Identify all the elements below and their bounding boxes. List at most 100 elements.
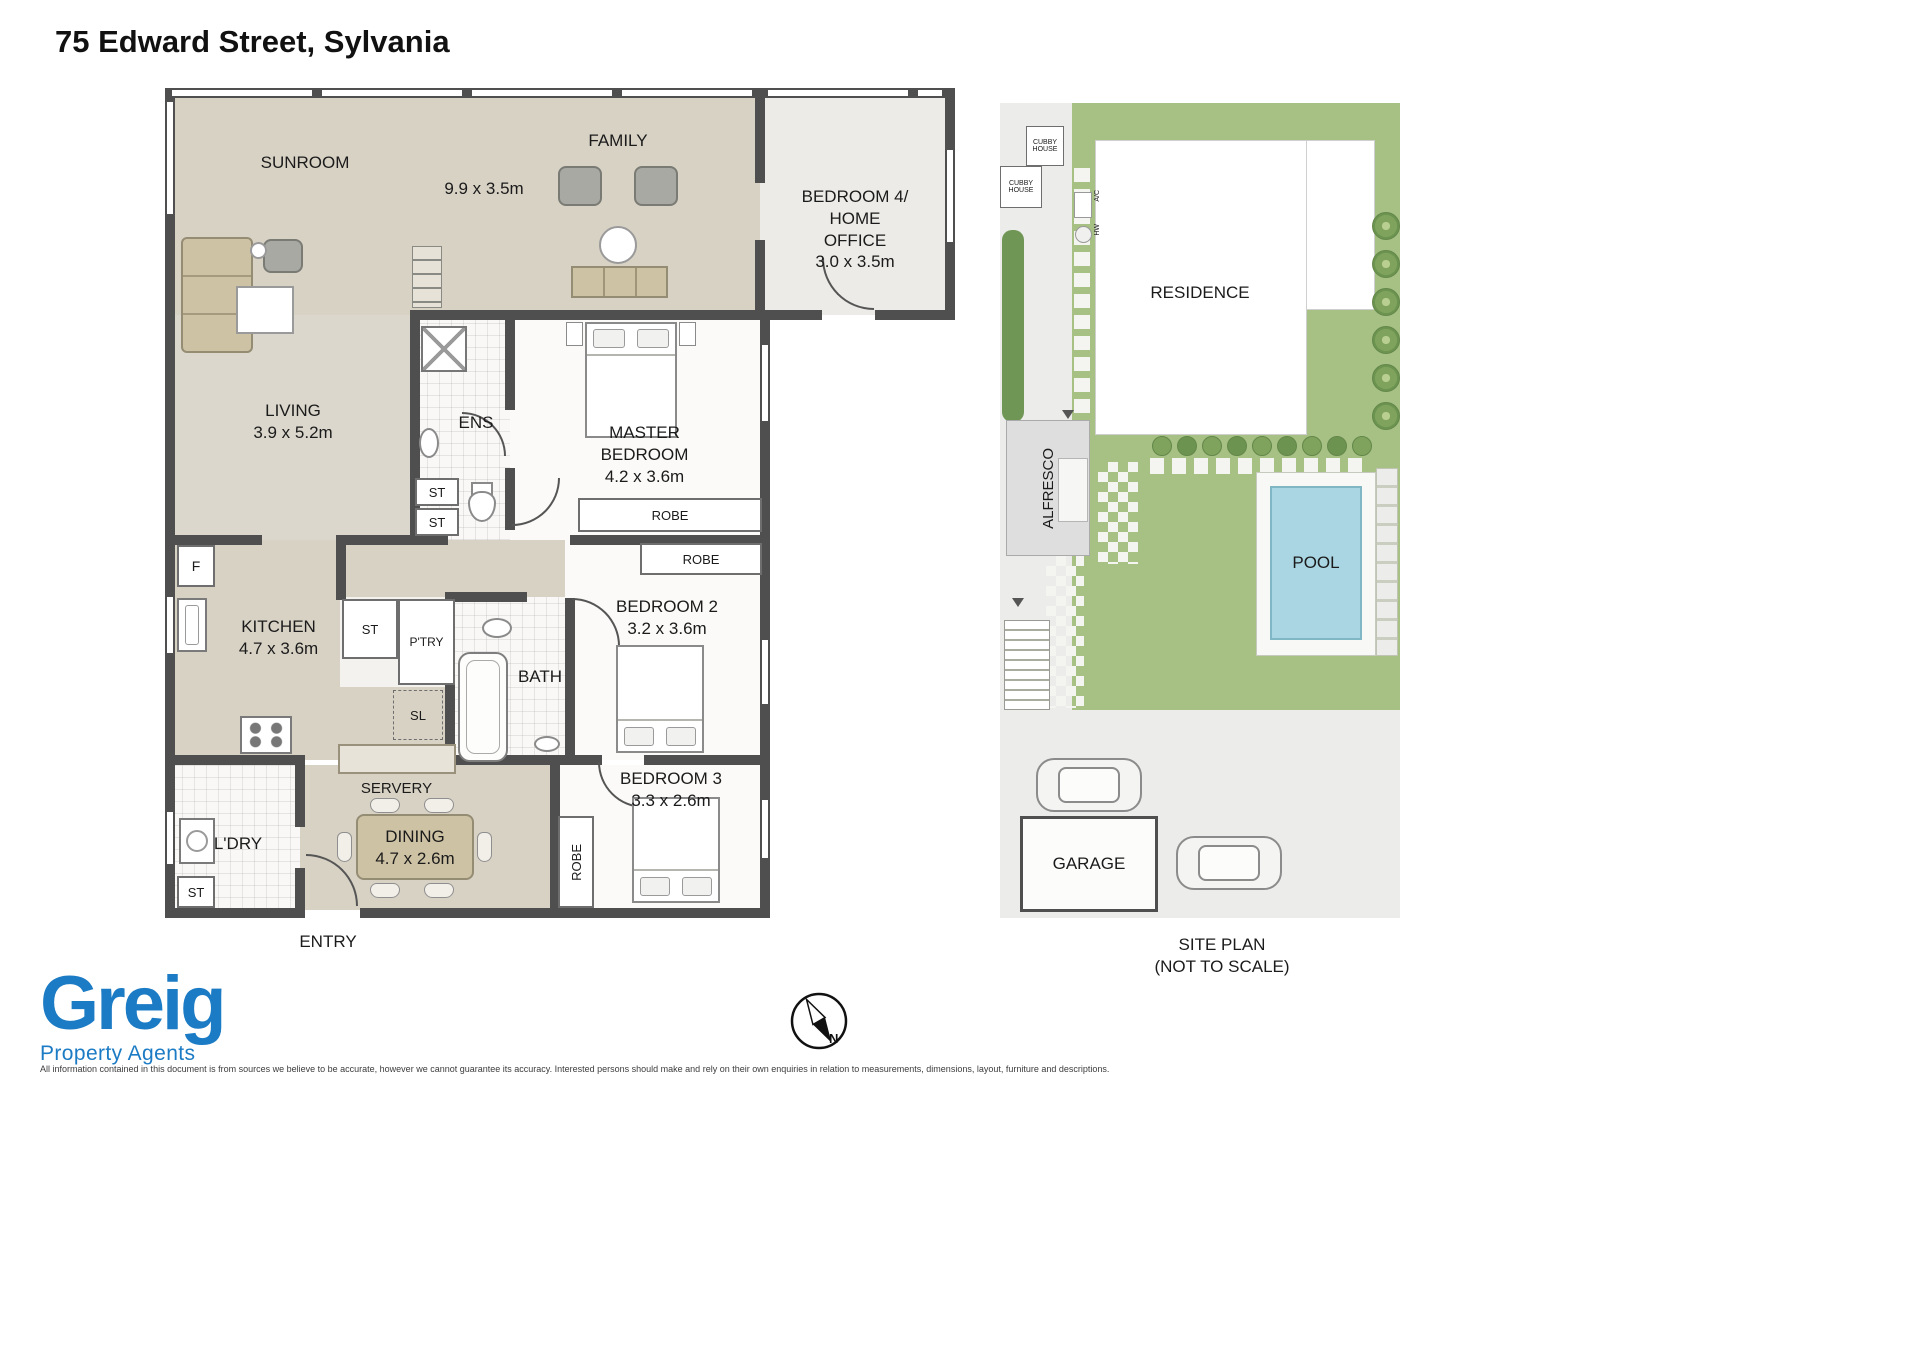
bed-blanket-line	[618, 719, 702, 721]
side-table-icon	[250, 242, 267, 259]
robe-bedroom3-label: ROBE	[568, 843, 584, 881]
tree-icon	[1372, 326, 1400, 354]
page-title: 75 Edward Street, Sylvania	[55, 24, 450, 59]
paver-strip	[1150, 458, 1365, 474]
label-master-bedroom: MASTER BEDROOM 4.2 x 3.6m	[600, 423, 689, 486]
wall-segment	[445, 592, 527, 602]
dining-chair-icon	[424, 798, 454, 813]
shrub-icon	[1152, 436, 1172, 456]
shrub-icon	[1202, 436, 1222, 456]
label-dining: DINING 4.7 x 2.6m	[375, 827, 455, 868]
shrub-icon	[1227, 436, 1247, 456]
basin-icon	[419, 428, 439, 458]
wall-segment	[295, 868, 305, 908]
wall-segment	[550, 765, 560, 908]
pantry-box: P'TRY	[398, 599, 455, 685]
tree-icon	[1372, 250, 1400, 278]
window	[760, 640, 770, 704]
nightstand-icon	[679, 322, 696, 346]
armchair-icon	[558, 166, 602, 206]
coffee-table-icon	[236, 286, 294, 334]
paver-strip	[1046, 556, 1084, 708]
wall-segment	[560, 755, 602, 765]
label-bedroom2: BEDROOM 2 3.2 x 3.6m	[615, 597, 719, 638]
label-alfresco: ALFRESCO	[1039, 447, 1057, 529]
siteplan-caption: SITE PLAN (NOT TO SCALE)	[1154, 935, 1290, 976]
label-family: FAMILY	[588, 131, 648, 150]
armchair-icon	[634, 166, 678, 206]
dining-table-icon	[356, 814, 474, 880]
wall-segment	[340, 535, 448, 545]
wall-segment	[644, 755, 770, 765]
label-family-dims: 9.9 x 3.5m	[444, 179, 524, 198]
paver-strip	[1098, 462, 1138, 564]
compass-icon: N	[790, 992, 848, 1050]
window	[945, 150, 955, 242]
basin-icon	[534, 736, 560, 752]
nightstand-icon	[566, 322, 583, 346]
tree-icon	[1372, 402, 1400, 430]
robe-bedroom2: ROBE	[640, 543, 762, 575]
dining-chair-icon	[424, 883, 454, 898]
dining-chair-icon	[477, 832, 492, 862]
storage-box: ST	[415, 478, 459, 506]
window	[172, 88, 752, 98]
residence-footprint	[1095, 140, 1307, 435]
tree-icon	[1372, 364, 1400, 392]
paver-strip	[1376, 468, 1398, 656]
wall-segment	[165, 88, 175, 918]
cubby-house: CUBBY HOUSE	[1026, 126, 1064, 166]
tree-icon	[1372, 212, 1400, 240]
storage-box: ST	[342, 599, 398, 659]
fridge-box: F	[177, 545, 215, 587]
label-hw: HW	[1094, 224, 1101, 236]
wall-segment	[755, 93, 765, 183]
round-table-icon	[599, 226, 637, 264]
brand-tagline: Property Agents	[40, 1042, 196, 1066]
label-bedroom3: BEDROOM 3 3.3 x 2.6m	[619, 769, 723, 810]
shrub-icon	[1277, 436, 1297, 456]
wall-segment	[505, 468, 515, 530]
dining-chair-icon	[337, 832, 352, 862]
servery-counter	[338, 744, 456, 774]
car-icon	[1036, 758, 1142, 812]
label-bedroom4: BEDROOM 4/ HOME OFFICE 3.0 x 3.5m	[801, 187, 909, 272]
shrub-icon	[1327, 436, 1347, 456]
stairs-icon	[1004, 620, 1050, 710]
garage: GARAGE	[1020, 816, 1158, 912]
arrow-down-icon	[1012, 598, 1024, 607]
pool: POOL	[1270, 486, 1362, 640]
label-servery: SERVERY	[360, 780, 433, 797]
label-pool: POOL	[1292, 553, 1340, 573]
brand-name: Greig	[40, 961, 226, 1046]
shower-icon	[421, 326, 467, 372]
bed-icon	[632, 797, 720, 903]
wall-segment	[875, 310, 955, 320]
window	[165, 102, 175, 214]
storage-box: ST	[415, 508, 459, 536]
robe-bedroom3: ROBE	[558, 816, 594, 908]
bed-icon	[585, 322, 677, 438]
wall-segment	[505, 318, 515, 410]
label-living: LIVING 3.9 x 5.2m	[253, 401, 333, 442]
dining-chair-icon	[370, 883, 400, 898]
basin-icon	[482, 618, 512, 638]
wall-segment	[445, 755, 567, 765]
wall-segment	[336, 535, 346, 600]
toilet-icon	[468, 482, 496, 522]
shrub-icon	[1302, 436, 1322, 456]
washer-icon	[179, 818, 215, 864]
storage-box: ST	[177, 876, 215, 908]
wall-segment	[170, 535, 262, 545]
car-icon	[1176, 836, 1282, 890]
stove-icon	[240, 716, 292, 754]
arrow-down-icon	[1062, 410, 1074, 419]
window	[768, 88, 942, 98]
label-laundry: L'DRY	[213, 834, 263, 853]
alfresco-structure	[1058, 458, 1088, 522]
wall-segment	[760, 310, 822, 320]
label-entry: ENTRY	[299, 932, 357, 951]
label-kitchen: KITCHEN 4.7 x 3.6m	[238, 617, 319, 658]
cubby-house: CUBBY HOUSE	[1000, 166, 1042, 208]
